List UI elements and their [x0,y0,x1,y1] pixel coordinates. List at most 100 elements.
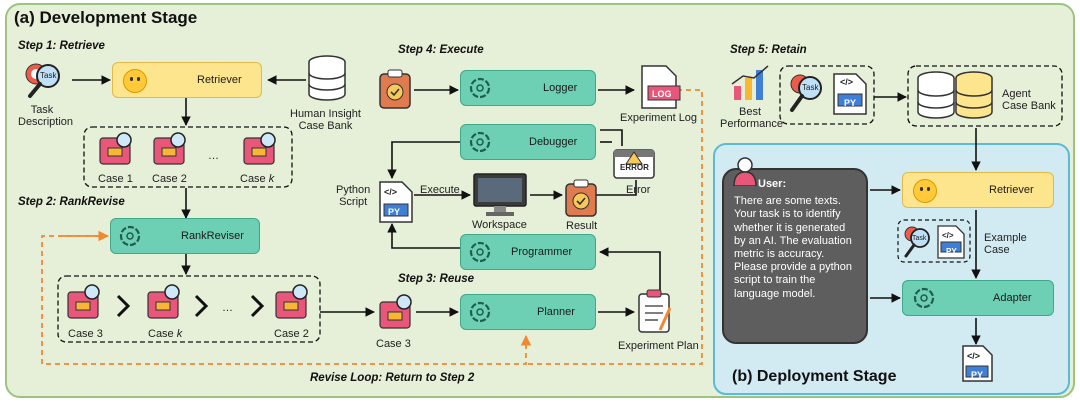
ranked-case-k-text: Case [148,328,177,340]
case-1-folder-icon [99,132,132,165]
development-stage-title: (a) Development Stage [14,8,198,27]
case-3-folder-icon [67,284,100,319]
output-py-badge: PY [971,370,984,380]
openai-logo-icon [913,287,935,309]
ranked-case-k-label: Case k [148,328,182,340]
rank-chevron-2 [194,294,209,318]
openai-logo-icon [469,301,491,323]
case-k-label: Case k [240,173,274,185]
rankreviser-label: RankReviser [181,230,244,242]
output-code-glyph: </> [967,351,981,361]
agent-case-bank-database-icon [917,71,993,119]
agent-case-bank-label: Agent Case Bank [1002,88,1056,112]
retain-task-text: Task [802,83,819,92]
user-avatar-icon [733,157,757,186]
example-py-badge: PY [946,247,957,256]
task-magnifier-icon [25,63,60,98]
logger-label: Logger [543,82,578,94]
error-window-icon [613,149,655,179]
planner-label: Planner [537,306,575,318]
user-name-label: User: [758,178,787,190]
task-icon-text: Task [40,71,57,80]
human-case-bank-database-icon [308,55,346,101]
case-2-label: Case 2 [152,173,187,185]
example-task-text: Task [912,235,927,242]
python-code-glyph: </> [384,187,398,197]
retriever-module: Retriever [112,62,262,98]
best-performance-label: Best Performance [720,106,783,130]
retain-code-glyph: </> [840,77,854,87]
case-2-folder-icon [153,132,186,165]
rankreviser-module: RankReviser [110,218,260,254]
python-py-badge: PY [388,207,401,217]
openai-logo-icon [469,77,491,99]
ranked-case-3-label: Case 3 [68,328,103,340]
result-clipboard-icon [565,179,597,217]
bank-group-box [907,65,1063,127]
case-folder-icons [99,132,276,165]
example-case-label: Example Case [984,232,1027,256]
python-script-file-icon [379,181,413,223]
case-k-ranked-folder-icon [147,284,180,319]
ranked-ellipsis: … [222,302,233,314]
experiment-log-file-icon [641,65,681,109]
debugger-module: Debugger [460,124,596,160]
execute-clipboard-icon [379,69,411,109]
example-python-file-icon [937,225,965,259]
output-python-file-icon [962,345,993,382]
case-2-ranked-folder-icon [275,284,308,319]
user-prompt-bubble: User: There are some texts. Your task is… [722,157,868,344]
log-sign-text: LOG [652,89,672,99]
rank-chevron-3 [250,294,265,318]
step-rankrevise-label: Step 2: RankRevise [18,196,125,208]
hugging-face-icon [123,69,147,93]
rank-chevron-1 [116,294,131,318]
case-k-folder-icon [243,132,276,165]
workspace-label: Workspace [472,219,527,231]
ranked-case-2-label: Case 2 [274,328,309,340]
retain-task-and-script-icons [790,73,867,115]
experiment-plan-clipboard-icon [638,289,672,333]
task-description-label: Task Description [18,104,74,128]
workspace-monitor-icon [473,173,527,216]
ranked-case-icons [67,284,308,319]
openai-logo-icon [469,131,491,153]
openai-logo-icon [469,241,491,263]
adapter-label: Adapter [993,292,1032,304]
retain-task-icon [790,74,822,112]
deploy-retriever-module: Retriever [902,172,1054,208]
retriever-label: Retriever [197,74,242,86]
retain-python-file-icon [833,73,867,115]
openai-logo-icon [119,225,141,247]
experiment-plan-label: Experiment Plan [618,340,699,352]
example-case-group-box [897,219,971,263]
error-label: Error [626,184,651,196]
retain-py-badge: PY [844,98,857,108]
revise-loop-label: Revise Loop: Return to Step 2 [310,372,475,384]
retain-group-box [779,65,875,125]
result-label: Result [566,220,598,232]
step-execute-label: Step 4: Execute [398,44,484,56]
hugging-face-icon [913,179,937,203]
human-case-bank-label: Human Insight Case Bank [290,108,361,132]
user-message-text: There are some texts. Your task is to id… [734,195,853,300]
example-case-icons [904,225,965,259]
example-code-glyph: </> [942,231,954,240]
execute-arrow-label: Execute [420,184,460,196]
reuse-case-3-folder-icon [379,294,412,329]
case-1-label: Case 1 [98,173,133,185]
error-sign-text: ERROR [620,163,649,172]
case-k-italic: k [268,173,275,185]
case-k-text: Case [240,173,269,185]
case-group-box [83,126,293,188]
experiment-log-label: Experiment Log [620,112,698,124]
ranked-case-group-box [57,275,321,343]
python-script-label: Python Script [336,184,371,208]
programmer-module: Programmer [460,234,596,270]
programmer-label: Programmer [511,246,573,258]
ranked-case-k-italic: k [176,328,183,340]
best-performance-chart-icon [731,65,769,100]
debugger-label: Debugger [529,136,578,148]
planner-module: Planner [460,294,596,330]
deploy-retriever-label: Retriever [989,184,1034,196]
